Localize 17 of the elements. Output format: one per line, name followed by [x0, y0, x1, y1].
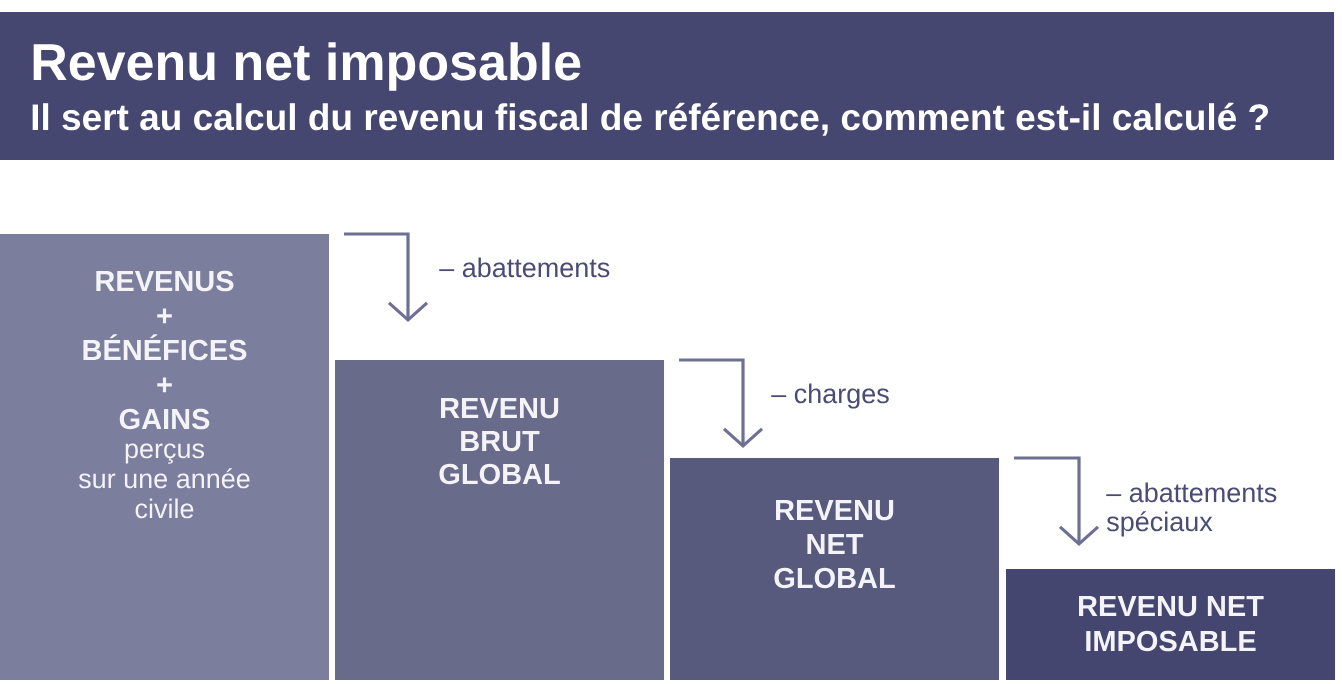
bent-arrow	[679, 358, 764, 448]
box-title: REVENU NET GLOBAL	[774, 500, 895, 589]
edge-label: – abattements	[439, 257, 610, 278]
box-title: REVENU BRUT GLOBAL	[439, 398, 560, 485]
title: Revenu net imposable	[33, 42, 581, 91]
box-title: REVENUS + BÉNÉFICES + GAINS	[83, 270, 247, 430]
step-box	[670, 458, 999, 680]
box-title: REVENU NET IMPOSABLE	[1079, 596, 1264, 652]
edge-label: – charges	[771, 383, 889, 409]
box-note: perçus sur une année civile	[78, 443, 250, 519]
step-box	[1006, 569, 1335, 680]
bent-arrow	[344, 232, 429, 322]
bent-arrow	[1014, 456, 1100, 546]
step-box	[0, 234, 329, 680]
step-box	[335, 360, 664, 680]
edge-label: – abattements spéciaux	[1106, 482, 1277, 537]
subtitle: Il sert au calcul du revenu fiscal de référence, comment est-il calculé ?	[32, 102, 1268, 136]
